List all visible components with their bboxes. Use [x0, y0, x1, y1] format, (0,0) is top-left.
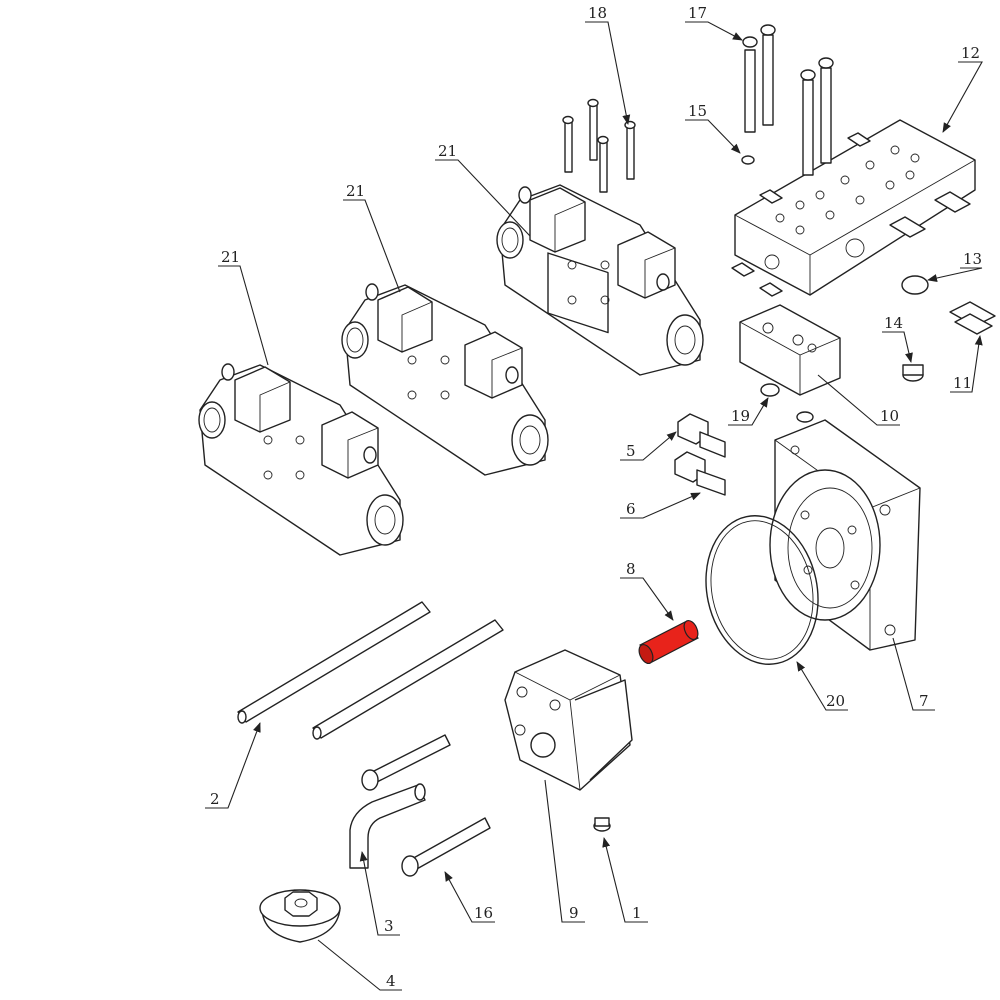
solenoid-valve-part-21-middle [341, 283, 549, 476]
bolt-lower-part-16 [401, 817, 491, 877]
callout-4: 4 [386, 972, 396, 990]
bolt-part-6 [674, 451, 726, 496]
callout-21-bottom: 21 [221, 248, 240, 266]
solenoid-valve-part-21-bottom [198, 363, 404, 556]
leader-lines [205, 21, 983, 991]
fitting-part-11 [949, 301, 996, 335]
callout-7: 7 [919, 692, 929, 710]
callout-1: 1 [632, 904, 642, 922]
callout-17: 17 [688, 4, 707, 22]
tubes-part-2 [237, 601, 504, 740]
callout-13: 13 [963, 250, 982, 268]
solenoid-valve-part-21-top [496, 184, 704, 376]
callout-9: 9 [569, 904, 579, 922]
callout-8: 8 [626, 560, 636, 578]
plug-part-1 [593, 817, 611, 832]
bolt-part-5 [677, 413, 726, 458]
callout-12: 12 [961, 44, 980, 62]
callout-16: 16 [474, 904, 493, 922]
callout-10: 10 [880, 407, 899, 425]
gear-pump-part-9 [504, 649, 633, 791]
o-ring-part-20 [705, 515, 819, 665]
coupling-part-8-highlighted [638, 619, 699, 665]
callout-6: 6 [626, 500, 636, 518]
callout-11: 11 [953, 374, 972, 392]
long-bolts-part-17 [742, 24, 834, 176]
subplate-part-10 [739, 304, 841, 396]
plug-part-14 [902, 364, 924, 382]
bolt-upper-part-16 [361, 734, 451, 791]
o-ring-part-7-small [796, 411, 814, 423]
callout-3: 3 [384, 917, 394, 935]
cap-part-4 [259, 889, 341, 943]
callout-2: 2 [210, 790, 220, 808]
callout-15: 15 [688, 102, 707, 120]
washer-part-15 [741, 155, 755, 165]
callout-21-middle: 21 [346, 182, 365, 200]
callout-labels: 17 18 12 15 21 21 21 13 14 11 10 19 5 6 … [210, 4, 982, 990]
adapter-plate-part-7 [769, 419, 921, 651]
short-bolts-part-18 [562, 98, 636, 193]
o-ring-part-13 [901, 275, 929, 295]
elbow-pipe-part-3 [349, 783, 426, 869]
manifold-block-part-12 [731, 119, 976, 297]
callout-5: 5 [626, 442, 636, 460]
callout-20: 20 [826, 692, 845, 710]
callout-21-top: 21 [438, 142, 457, 160]
callout-18: 18 [588, 4, 607, 22]
callout-14: 14 [884, 314, 903, 332]
callout-19: 19 [731, 407, 750, 425]
o-ring-part-19 [760, 383, 780, 397]
